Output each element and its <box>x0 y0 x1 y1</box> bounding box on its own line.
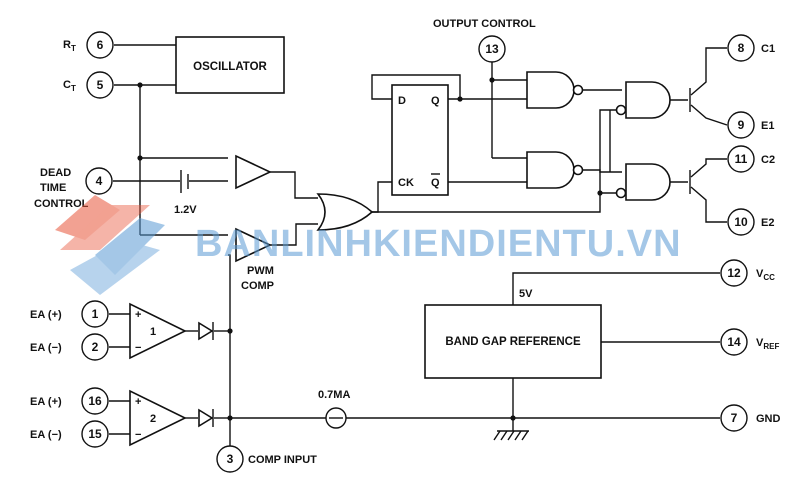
pin-4: 4 <box>85 167 113 195</box>
svg-text:3: 3 <box>227 452 234 466</box>
label-ea2-minus: EA (−) <box>30 429 62 441</box>
label-ct: CT <box>63 79 76 93</box>
ea2-plus: + <box>135 396 141 408</box>
dead-time-comparator <box>235 154 272 190</box>
label-gnd: GND <box>756 413 781 425</box>
pwm-comparator <box>235 227 272 263</box>
output-gate-bottom <box>615 163 671 201</box>
label-vcc: VCC <box>756 268 775 282</box>
label-comp-input: COMP INPUT <box>248 454 317 466</box>
error-amp-1 <box>129 302 187 360</box>
label-pwm: PWM <box>247 265 274 277</box>
flipflop-ck: CK <box>398 177 414 189</box>
watermark-text: BANLINHKIENDIENTU.VN <box>195 223 682 265</box>
label-c1: C1 <box>761 43 775 55</box>
ea1-number: 1 <box>150 326 156 338</box>
diode-1 <box>198 321 214 341</box>
nand-gate-top <box>526 71 584 109</box>
pin-8: 8 <box>727 34 755 62</box>
svg-text:8: 8 <box>738 41 745 55</box>
label-e1: E1 <box>761 120 774 132</box>
label-5v: 5V <box>519 288 533 300</box>
pin-16: 16 <box>81 387 109 415</box>
pin-12: 12 <box>720 259 748 287</box>
svg-text:6: 6 <box>97 38 104 52</box>
pin-5: 5 <box>86 71 114 99</box>
svg-text:15: 15 <box>88 427 102 441</box>
pin-1: 1 <box>81 300 109 328</box>
flipflop-qbar: Q <box>431 177 440 189</box>
label-1v2: 1.2V <box>174 204 197 216</box>
watermark-logo-icon <box>55 195 165 295</box>
svg-text:16: 16 <box>88 394 102 408</box>
svg-text:1: 1 <box>92 307 99 321</box>
svg-text:2: 2 <box>92 340 99 354</box>
label-ea1-plus: EA (+) <box>30 309 62 321</box>
pin-14: 14 <box>720 328 748 356</box>
or-gate <box>316 193 374 231</box>
svg-text:14: 14 <box>727 335 741 349</box>
oscillator-block <box>175 36 285 94</box>
svg-text:7: 7 <box>731 411 738 425</box>
flipflop-q: Q <box>431 95 440 107</box>
pin-6: 6 <box>86 31 114 59</box>
svg-text:10: 10 <box>734 215 748 229</box>
band-gap-block <box>424 304 602 379</box>
label-c2: C2 <box>761 154 775 166</box>
pin-3: 3 <box>216 445 244 473</box>
label-current-source: 0.7MA <box>318 389 350 401</box>
nand-gate-bottom <box>526 151 584 189</box>
oscillator-label: OSCILLATOR <box>193 61 267 73</box>
label-rt: RT <box>63 39 76 53</box>
pin-10: 10 <box>727 208 755 236</box>
label-dead-time-1: DEAD <box>40 167 71 179</box>
pin-11: 11 <box>727 145 755 173</box>
pin-2: 2 <box>81 333 109 361</box>
battery-symbol <box>180 170 189 193</box>
pin-15: 15 <box>81 420 109 448</box>
diode-2 <box>198 408 214 428</box>
label-dead-time-2: TIME <box>40 182 66 194</box>
ea1-plus: + <box>135 309 141 321</box>
label-vref: VREF <box>756 337 779 351</box>
ea2-minus: − <box>135 429 141 441</box>
ea2-number: 2 <box>150 413 156 425</box>
current-source <box>325 407 347 429</box>
pin-13: 13 <box>478 35 506 63</box>
svg-text:11: 11 <box>735 152 748 166</box>
wires <box>109 44 728 447</box>
pin-9: 9 <box>727 111 755 139</box>
error-amp-2 <box>129 389 187 447</box>
flipflop-block <box>391 84 449 196</box>
pin-7: 7 <box>720 404 748 432</box>
label-ea2-plus: EA (+) <box>30 396 62 408</box>
output-gate-top <box>615 81 671 119</box>
svg-text:13: 13 <box>485 42 499 56</box>
svg-text:9: 9 <box>738 118 745 132</box>
svg-text:5: 5 <box>97 78 104 92</box>
label-ea1-minus: EA (−) <box>30 342 62 354</box>
band-gap-label: BAND GAP REFERENCE <box>445 336 581 348</box>
label-output-control: OUTPUT CONTROL <box>433 18 536 30</box>
ea1-minus: − <box>135 342 141 354</box>
junction-dots <box>137 77 603 421</box>
svg-text:12: 12 <box>727 266 741 280</box>
flipflop-d: D <box>398 95 406 107</box>
svg-text:4: 4 <box>96 174 103 188</box>
label-comp: COMP <box>241 280 274 292</box>
label-dead-time-3: CONTROL <box>34 198 89 210</box>
label-e2: E2 <box>761 217 774 229</box>
